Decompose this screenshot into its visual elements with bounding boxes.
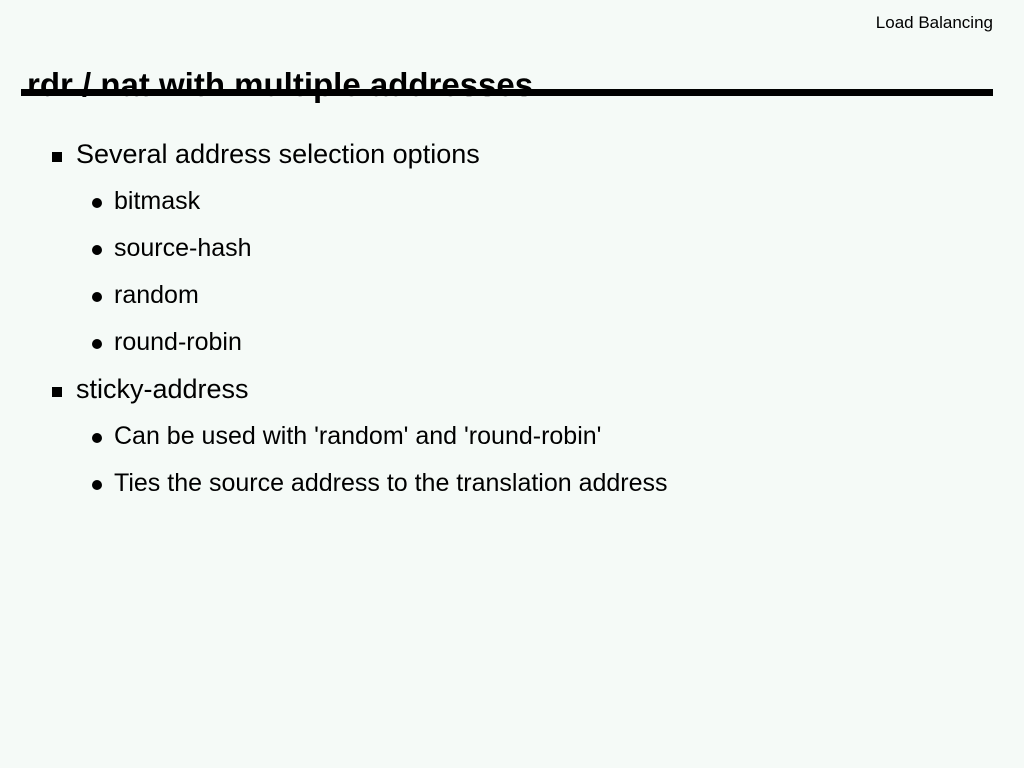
bullet-text: sticky-address — [76, 374, 249, 404]
round-bullet-icon — [92, 480, 102, 490]
list-item: Several address selection options — [0, 131, 1024, 178]
round-bullet-icon — [92, 433, 102, 443]
title-divider-rule — [21, 89, 993, 96]
round-bullet-icon — [92, 245, 102, 255]
bullet-text: source-hash — [114, 234, 252, 262]
bullet-text: Several address selection options — [76, 139, 480, 169]
round-bullet-icon — [92, 292, 102, 302]
sublist-container: bitmask source-hash random round-robin — [0, 178, 1024, 366]
sublist-container: Can be used with 'random' and 'round-rob… — [0, 413, 1024, 507]
slide-title: rdr / nat with multiple addresses — [27, 66, 534, 104]
bullet-list-level2: Can be used with 'random' and 'round-rob… — [0, 413, 1024, 507]
bullet-text: Can be used with 'random' and 'round-rob… — [114, 422, 602, 450]
bullet-text: Ties the source address to the translati… — [114, 469, 668, 497]
round-bullet-icon — [92, 198, 102, 208]
bullet-list-level1: Several address selection options bitmas… — [0, 131, 1024, 507]
list-item: source-hash — [0, 225, 1024, 272]
square-bullet-icon — [52, 152, 62, 162]
list-item: Ties the source address to the translati… — [0, 460, 1024, 507]
slide-body: Several address selection options bitmas… — [0, 131, 1024, 507]
round-bullet-icon — [92, 339, 102, 349]
list-item: sticky-address — [0, 366, 1024, 413]
bullet-text: round-robin — [114, 328, 242, 356]
list-item: bitmask — [0, 178, 1024, 225]
list-item: Can be used with 'random' and 'round-rob… — [0, 413, 1024, 460]
bullet-text: random — [114, 281, 199, 309]
list-item: random — [0, 272, 1024, 319]
square-bullet-icon — [52, 387, 62, 397]
bullet-text: bitmask — [114, 187, 201, 215]
bullet-list-level2: bitmask source-hash random round-robin — [0, 178, 1024, 366]
slide-header-label: Load Balancing — [875, 13, 993, 32]
list-item: round-robin — [0, 319, 1024, 366]
